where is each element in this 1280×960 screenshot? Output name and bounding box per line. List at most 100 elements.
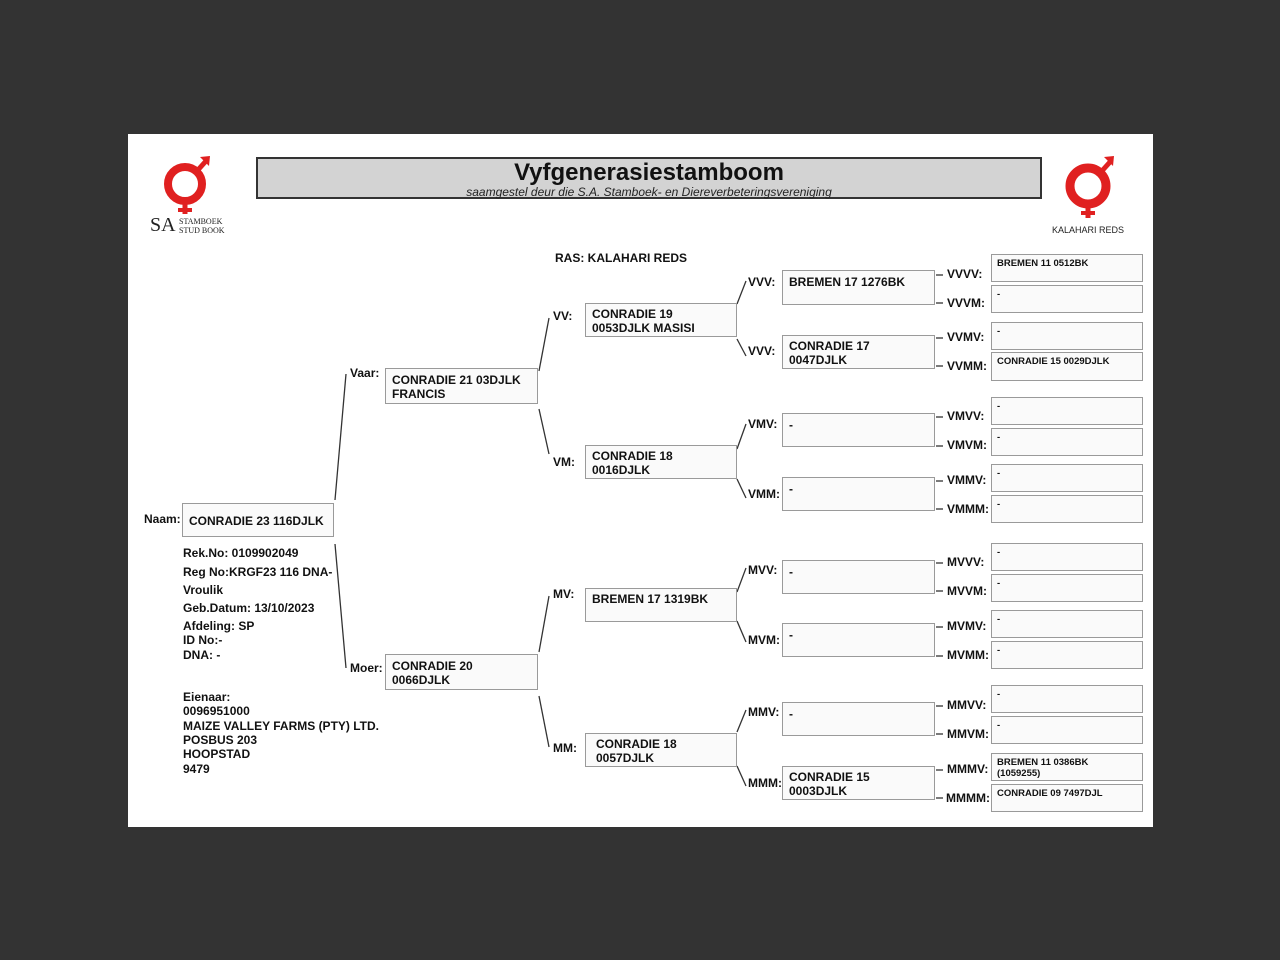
mvvv-line1: -: [997, 547, 1001, 558]
owner-address1: POSBUS 203: [183, 733, 258, 747]
vmmv-label: VMMV:: [947, 473, 987, 487]
dam-box: CONRADIE 20 0066DJLK: [385, 654, 538, 690]
mvmm-line1: -: [997, 645, 1001, 656]
vv-line1: CONRADIE 19: [592, 307, 673, 321]
vmv-label: VMV:: [748, 417, 778, 431]
mv-label: MV:: [553, 587, 575, 601]
naam-label: Naam:: [144, 512, 181, 526]
mvmv-box: -: [991, 610, 1143, 638]
mmv-box: -: [782, 702, 935, 736]
mmmm-label: MMMM:: [946, 791, 990, 805]
mmvv-label: MMVV:: [947, 698, 987, 712]
sa-logo-line2: STUD BOOK: [179, 226, 225, 235]
animal-sex: Vroulik: [183, 583, 224, 597]
vvvm-line1: -: [997, 289, 1001, 300]
sire-box: CONRADIE 21 03DJLK FRANCIS: [385, 368, 538, 404]
mm-line2: 0057DJLK: [596, 751, 655, 765]
mvvm-line1: -: [997, 578, 1001, 589]
title-banner: Vyfgenerasiestamboom saamgestel deur die…: [256, 157, 1042, 199]
mvv-line1: -: [789, 565, 793, 579]
vvvv-line1: BREMEN 11 0512BK: [997, 258, 1089, 269]
mvmm-box: -: [991, 641, 1143, 669]
vvmm-line1: CONRADIE 15 0029DJLK: [997, 356, 1110, 367]
animal-dna: DNA: -: [183, 648, 221, 662]
mmm-label: MMM:: [748, 776, 782, 790]
vvmm-box: CONRADIE 15 0029DJLK: [991, 352, 1143, 381]
page-title: Vyfgenerasiestamboom: [514, 159, 784, 186]
animal-rek-no: Rek.No: 0109902049: [183, 546, 299, 560]
vmvv-label: VMVV:: [947, 409, 985, 423]
vmm-line1: -: [789, 482, 793, 496]
vvvv-box: BREMEN 11 0512BK: [991, 254, 1143, 282]
sire-line2: FRANCIS: [392, 387, 446, 401]
mvvv-box: -: [991, 543, 1143, 571]
pedigree-sheet: SA STAMBOEK STUD BOOK Vyfgenerasiestambo…: [128, 134, 1153, 827]
vmvm-box: -: [991, 428, 1143, 456]
vvv-line1: BREMEN 17 1276BK: [789, 275, 906, 289]
mvvm-box: -: [991, 574, 1143, 602]
mv-box: BREMEN 17 1319BK: [585, 588, 737, 622]
vm-box: CONRADIE 18 0016DJLK: [585, 445, 737, 479]
vvmv-label: VVMV:: [947, 330, 985, 344]
mmmv-label: MMMV:: [947, 762, 989, 776]
vmmv-box: -: [991, 464, 1143, 492]
dam-line2: 0066DJLK: [392, 673, 451, 687]
animal-id-no: ID No:-: [183, 633, 223, 647]
vm-line1: CONRADIE 18 0016DJLK: [592, 449, 673, 477]
vv-box: CONRADIE 19 0053DJLK MASISI: [585, 303, 737, 337]
sa-logo-line1: STAMBOEK: [179, 217, 223, 226]
sa-studbook-logo: SA STAMBOEK STUD BOOK: [148, 154, 238, 244]
vvm-line2: 0047DJLK: [789, 353, 848, 367]
mvv-label: MVV:: [748, 563, 778, 577]
mv-line1: BREMEN 17 1319BK: [592, 592, 709, 606]
vvv-label: VVV:: [748, 275, 776, 289]
vvm-box: CONRADIE 17 0047DJLK: [782, 335, 935, 369]
mvmv-label: MVMV:: [947, 619, 987, 633]
vvmv-line1: -: [997, 326, 1001, 337]
owner-address2: HOOPSTAD: [183, 747, 251, 761]
sa-logo-big-text: SA: [150, 214, 176, 236]
vmvv-box: -: [991, 397, 1143, 425]
animal-reg-no: Reg No:KRGF23 116 DNA-: [183, 565, 333, 579]
sire-line1: CONRADIE 21 03DJLK: [392, 373, 521, 387]
mm-box: CONRADIE 18 0057DJLK: [585, 733, 737, 767]
kalahari-logo-symbol-icon: [1065, 156, 1114, 218]
mmm-box: CONRADIE 15 0003DJLK: [782, 766, 935, 800]
vvm-line1: CONRADIE 17: [789, 339, 870, 353]
vaar-label: Vaar:: [350, 366, 380, 380]
vmmv-line1: -: [997, 468, 1001, 479]
vmmm-label: VMMM:: [947, 502, 989, 516]
vmvm-label: VMVM:: [947, 438, 987, 452]
mmv-label: MMV:: [748, 705, 780, 719]
mmvm-line1: -: [997, 720, 1001, 731]
kalahari-logo-text: KALAHARI REDS: [1052, 225, 1125, 235]
mvmm-label: MVMM:: [947, 648, 989, 662]
vmvv-line1: -: [997, 401, 1001, 412]
dam-line1: CONRADIE 20: [392, 659, 473, 673]
mmmm-box: CONRADIE 09 7497DJL: [991, 784, 1143, 812]
mmmv-line2: (1059255): [997, 768, 1041, 779]
animal-birth-date: Geb.Datum: 13/10/2023: [183, 601, 315, 615]
vvvm-box: -: [991, 285, 1143, 313]
vv-line2: 0053DJLK MASISI: [592, 321, 695, 335]
mvm-box: -: [782, 623, 935, 657]
moer-label: Moer:: [350, 661, 383, 675]
mvv-box: -: [782, 560, 935, 594]
vmv-box: -: [782, 413, 935, 447]
breed-label: RAS: KALAHARI REDS: [555, 251, 687, 265]
vmm-label: VMM:: [748, 487, 780, 501]
pedigree-connector-lines: [334, 274, 943, 799]
mvm-label: MVM:: [748, 633, 780, 647]
mmvm-label: MMVM:: [947, 727, 989, 741]
owner-number: 0096951000: [183, 704, 250, 718]
mmvv-line1: -: [997, 689, 1001, 700]
vvmv-box: -: [991, 322, 1143, 350]
vmmm-line1: -: [997, 499, 1001, 510]
owner-label: Eienaar:: [183, 690, 231, 704]
mmmv-line1: BREMEN 11 0386BK: [997, 757, 1089, 768]
vvvm-label: VVVM:: [947, 296, 986, 310]
mmm-line2: 0003DJLK: [789, 784, 848, 798]
mm-label: MM:: [553, 741, 577, 755]
animal-name-box: CONRADIE 23 116DJLK: [182, 503, 334, 537]
mmvm-box: -: [991, 716, 1143, 744]
